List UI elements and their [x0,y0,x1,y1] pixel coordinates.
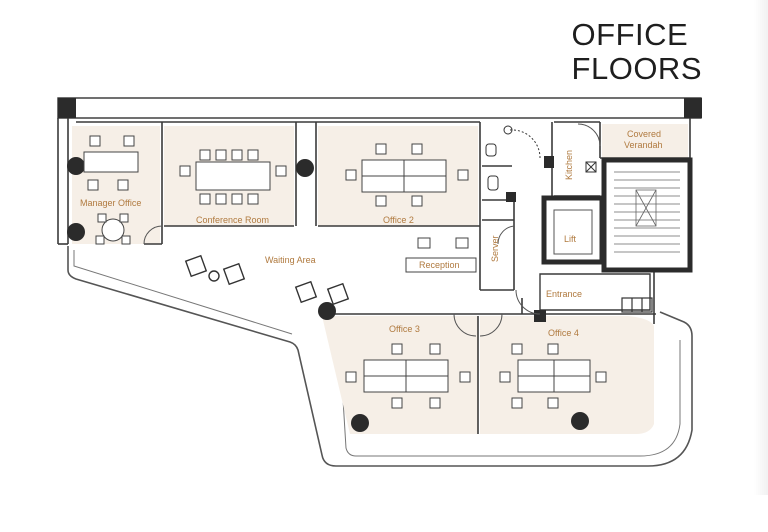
label-server: Server [490,235,500,262]
wc-column [544,156,554,168]
label-lift: Lift [564,234,577,244]
balcony-rail-lower [339,340,681,457]
label-covered: Covered [627,129,661,139]
accessible-wc-icon [621,297,653,313]
toilet-icon [485,143,497,157]
label-office-4: Office 4 [548,328,579,338]
label-conference-room: Conference Room [196,215,269,225]
office-2-furniture [345,143,469,207]
door-swings [143,123,601,337]
balcony-inner [73,250,293,335]
label-manager-office: Manager Office [80,198,141,208]
entrance-column [534,310,546,322]
server-column [506,192,516,202]
label-reception: Reception [419,260,460,270]
top-wall-band [57,97,702,119]
reception-furniture [405,237,477,273]
page-title: OFFICE FLOORS [572,18,702,86]
waiting-area-chairs [184,254,350,306]
corner-post-left [58,98,76,118]
label-verandah: Verandah [624,140,663,150]
page-edge-shade [754,0,768,495]
label-office-3: Office 3 [389,324,420,334]
title-line-1: OFFICE [571,17,689,52]
wc-shower-icon [503,125,513,135]
verandah-fill [602,124,688,158]
columns [67,157,589,432]
conference-furniture [179,149,287,205]
kitchen-icon [585,161,597,173]
corner-post-right [684,98,702,118]
sink-icon [487,175,499,191]
label-kitchen: Kitchen [564,150,574,180]
office-3-furniture [345,343,471,409]
office-4-furniture [499,343,607,409]
stair-core [601,157,693,273]
stair-treads [614,171,680,253]
label-waiting-area: Waiting Area [265,255,316,265]
label-office-2: Office 2 [383,215,414,225]
label-entrance: Entrance [546,289,582,299]
wc-door-swing [509,129,541,159]
lift-shaft [541,195,605,265]
balcony-outline [67,246,693,467]
lift-car [553,209,593,255]
manager-office-furniture [83,135,139,245]
title-line-2: FLOORS [571,51,702,86]
